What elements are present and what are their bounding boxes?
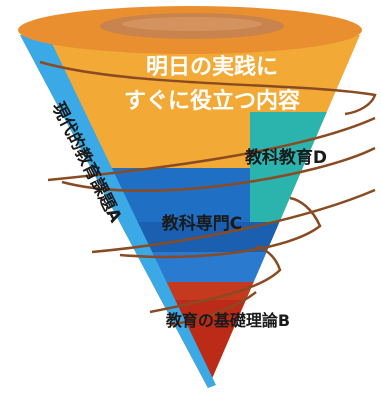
top-text-line1: 明日の実践に — [146, 54, 278, 80]
spiral-line-3 — [61, 146, 376, 192]
spiral-lines — [39, 60, 377, 327]
spiral-line-5 — [119, 196, 322, 259]
label-c: 教科専門C — [161, 213, 242, 234]
funnel-rim-highlight — [122, 17, 262, 31]
label-b: 教育の基礎理論B — [166, 311, 290, 330]
spiral-line-1 — [39, 60, 377, 116]
spiral-line-2 — [47, 116, 376, 182]
spiral-line-6 — [149, 244, 282, 314]
layer-b-top — [20, 282, 360, 300]
top-text-line2: すぐに役立つ内容 — [124, 88, 300, 114]
layer-a-band — [20, 35, 216, 388]
spiral-line-7 — [169, 291, 257, 327]
spiral-line-4 — [91, 188, 376, 254]
label-d: 教科教育D — [244, 147, 327, 168]
